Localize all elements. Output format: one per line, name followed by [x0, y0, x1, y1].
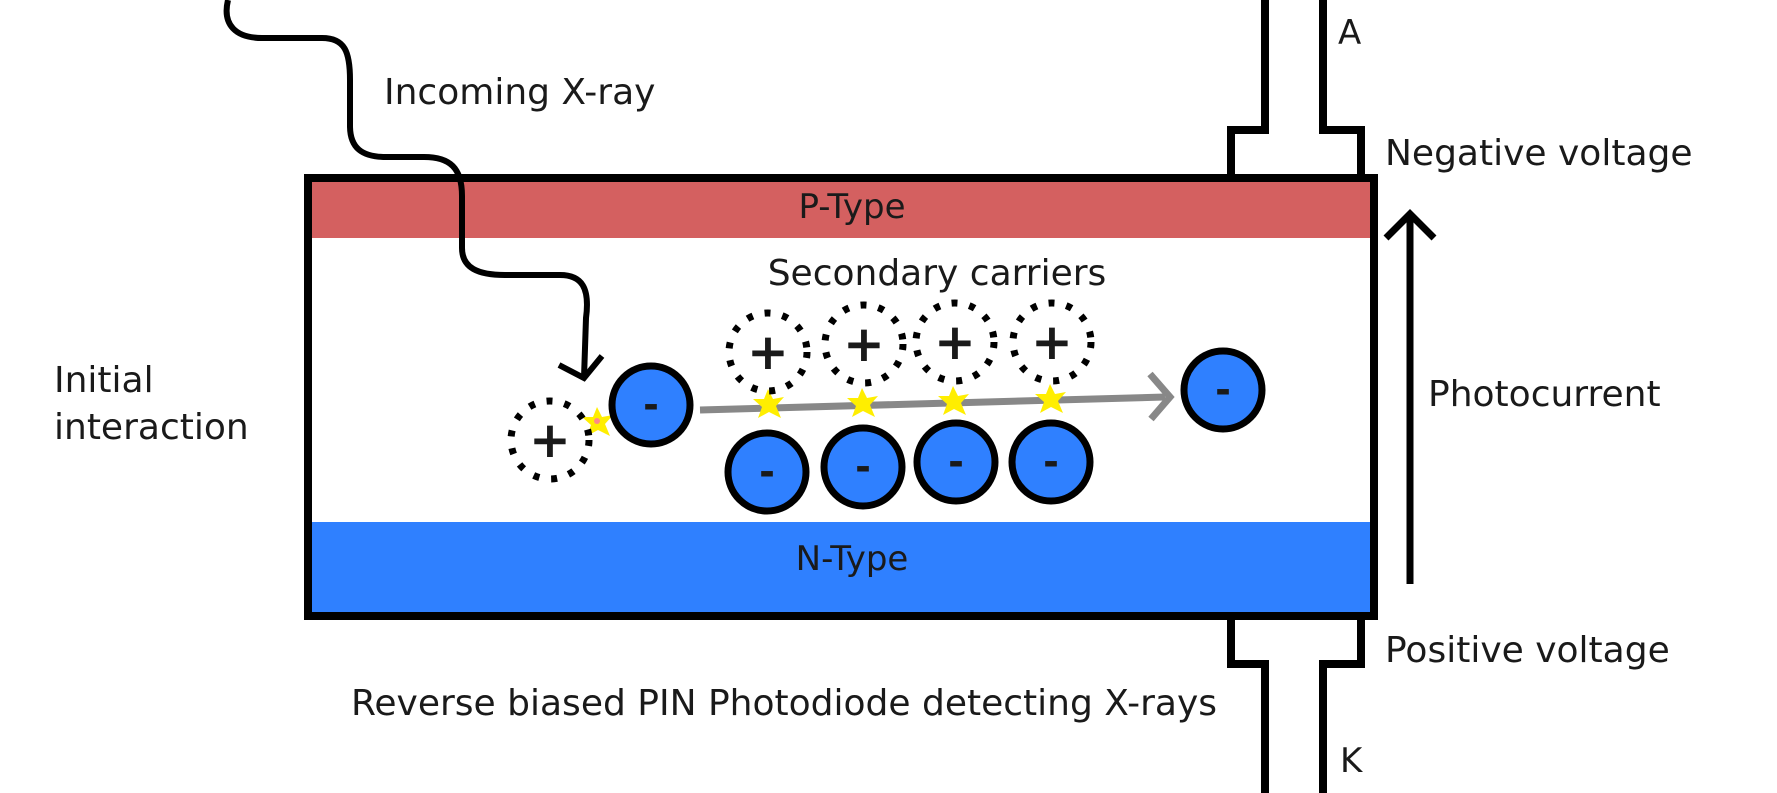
hole: + [912, 299, 998, 385]
impact-point [594, 418, 600, 424]
hole: + [507, 397, 593, 483]
drift-arrow [699, 371, 1175, 422]
diagram-caption: Reverse biased PIN Photodiode detecting … [351, 683, 1217, 724]
hole: + [821, 301, 907, 387]
minus-sign: - [643, 383, 659, 427]
electron: - [1008, 419, 1094, 505]
plus-sign: + [529, 411, 571, 469]
electron: - [1180, 347, 1266, 433]
hole: + [1009, 299, 1095, 385]
plus-sign: + [747, 323, 789, 381]
secondary-carriers-label: Secondary carriers [768, 253, 1107, 294]
xray-arrowhead [557, 354, 605, 382]
hole: + [725, 309, 811, 395]
electron: - [608, 362, 694, 448]
p-type-label: P-Type [799, 187, 906, 227]
minus-sign: - [855, 445, 871, 489]
photocurrent-label: Photocurrent [1428, 374, 1661, 415]
xray-path [223, 0, 590, 379]
diode-outline [304, 174, 1378, 620]
minus-sign: - [1043, 440, 1059, 484]
diode-body [304, 174, 1378, 620]
anode-lead [1227, 0, 1365, 176]
minus-sign: - [1215, 368, 1231, 412]
positive-voltage-label: Positive voltage [1385, 630, 1670, 671]
negative-voltage-label: Negative voltage [1385, 133, 1693, 174]
initial-interaction-label-line2: interaction [54, 407, 249, 448]
electron: - [913, 419, 999, 505]
incoming-xray-label: Incoming X-ray [384, 72, 655, 113]
electron: - [724, 429, 810, 515]
plus-sign: + [843, 315, 885, 373]
minus-sign: - [948, 440, 964, 484]
p-type-layer [308, 178, 1374, 238]
plus-sign: + [1031, 313, 1073, 371]
anode-label: A [1338, 13, 1361, 53]
cathode-label: K [1340, 741, 1364, 781]
plus-sign: + [934, 313, 976, 371]
photocurrent-arrow [1383, 209, 1437, 584]
minus-sign: - [759, 450, 775, 494]
electron: - [820, 424, 906, 510]
n-type-layer [308, 522, 1374, 616]
cathode-lead [1227, 616, 1365, 793]
n-type-label: N-Type [796, 539, 909, 579]
initial-interaction-label-line1: Initial [54, 360, 154, 401]
